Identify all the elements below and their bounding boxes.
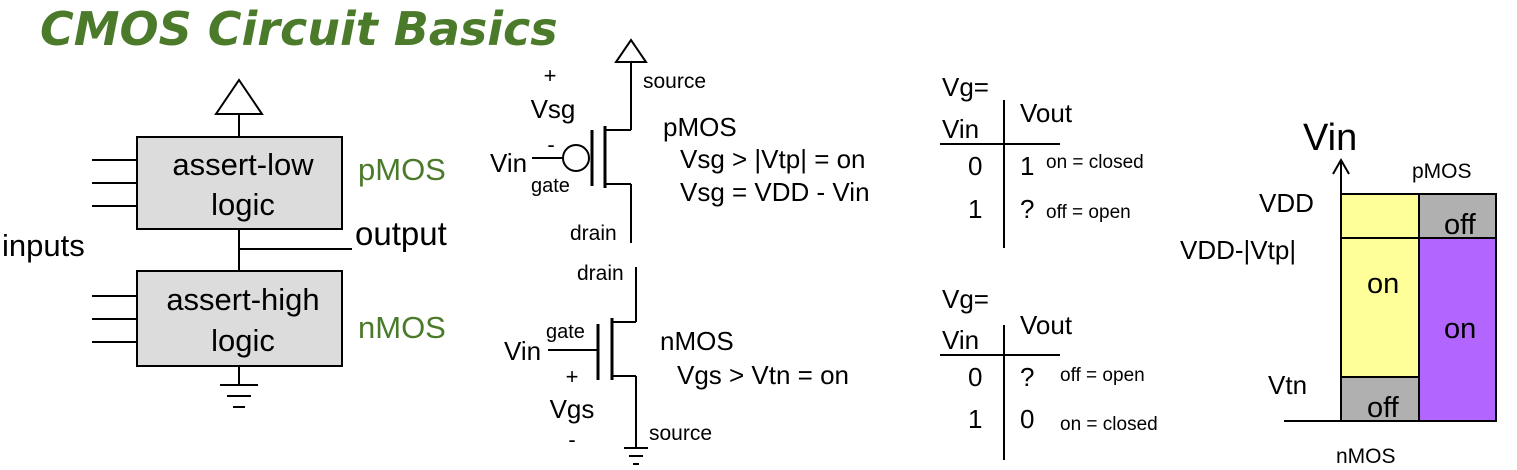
vtn-level-label: Vtn [1268, 370, 1307, 400]
nmos-rule-1: Vgs > Vtn = on [677, 360, 849, 390]
vin-header: Vin [942, 325, 979, 355]
vsg-plus: + [544, 63, 557, 88]
pmos-off-region [1419, 194, 1496, 238]
vin-axis-label: Vin [1303, 117, 1357, 159]
nmos-label: nMOS [358, 310, 446, 345]
vsg-label: Vsg [531, 94, 576, 124]
cmos-block-diagram: assert-low logic pMOS output inputs asse… [2, 78, 447, 408]
row-vin: 0 [968, 151, 982, 181]
pmos-name: pMOS [663, 112, 737, 142]
pmos-rule-2: Vsg = VDD - Vin [680, 177, 870, 207]
nmos-off-region [1341, 377, 1419, 421]
assert-high-line2: logic [211, 323, 275, 358]
row-note: on = closed [1046, 152, 1144, 173]
output-label: output [355, 215, 447, 252]
assert-high-line1: assert-high [166, 282, 319, 317]
pmos-transistor: + Vsg - Vin gate source drain pMOS Vsg >… [490, 38, 870, 245]
pmos-label: pMOS [358, 152, 446, 187]
row-note: off = open [1060, 365, 1145, 386]
row-vin: 1 [968, 194, 982, 224]
vdd-vtp-level-label: VDD-|Vtp| [1180, 235, 1296, 265]
vout-header: Vout [1020, 310, 1073, 340]
vin-label: Vin [490, 148, 527, 178]
drain-label: drain [570, 222, 617, 245]
axis-arrowhead [1332, 157, 1350, 175]
assert-low-line1: assert-low [172, 147, 314, 182]
gate-label: gate [546, 321, 585, 343]
vdd-symbol [214, 78, 264, 115]
nmos-transistor: drain gate Vin + Vgs - source nMOS Vgs >… [504, 262, 849, 465]
nmos-on-text: on [1367, 268, 1399, 300]
vin-label: Vin [504, 336, 541, 366]
ground-symbol [624, 447, 648, 465]
row-vout: ? [1020, 194, 1034, 224]
vg-label: Vg= [942, 284, 989, 314]
pmos-rule-1: Vsg > |Vtp| = on [680, 144, 866, 174]
row-vin: 1 [968, 404, 982, 434]
gate-label: gate [531, 175, 570, 197]
ground-symbol [220, 384, 258, 408]
source-label: source [649, 422, 712, 445]
row-vout: 1 [1020, 151, 1034, 181]
pmos-on-region [1419, 238, 1496, 421]
vgs-label: Vgs [550, 394, 595, 424]
pmos-truth-table: Vg= Vin Vout 0 1 on = closed 1 ? off = o… [940, 72, 1144, 248]
vdd-symbol [614, 38, 648, 63]
drain-label: drain [577, 262, 624, 285]
pmos-on-text: on [1444, 313, 1476, 345]
inversion-bubble [562, 144, 590, 172]
vg-label: Vg= [942, 72, 989, 102]
operating-region-chart: Vin pMOS nMOS VDD VDD-|Vtp| Vtn on off o… [1180, 117, 1497, 468]
nmos-on-region [1341, 194, 1419, 377]
vout-header: Vout [1020, 98, 1073, 128]
pmos-off-text: off [1444, 209, 1477, 241]
row-vout: 0 [1020, 404, 1034, 434]
source-label: source [643, 70, 706, 93]
nmos-column-label: nMOS [1336, 445, 1396, 468]
inputs-label: inputs [2, 228, 85, 263]
nmos-off-text: off [1367, 392, 1400, 424]
assert-low-line2: logic [211, 187, 275, 222]
vin-header: Vin [942, 114, 979, 144]
row-note: off = open [1046, 202, 1131, 223]
pmos-column-label: pMOS [1412, 160, 1472, 183]
vdd-level-label: VDD [1259, 188, 1314, 218]
row-vout: ? [1020, 362, 1034, 392]
row-note: on = closed [1060, 414, 1158, 435]
vgs-plus: + [566, 364, 579, 389]
vsg-minus: - [547, 132, 554, 157]
vgs-minus: - [568, 427, 575, 452]
nmos-truth-table: Vg= Vin Vout 0 ? off = open 1 0 on = clo… [940, 284, 1158, 460]
nmos-name: nMOS [660, 326, 734, 356]
page-title: CMOS Circuit Basics [40, 2, 558, 56]
row-vin: 0 [968, 362, 982, 392]
